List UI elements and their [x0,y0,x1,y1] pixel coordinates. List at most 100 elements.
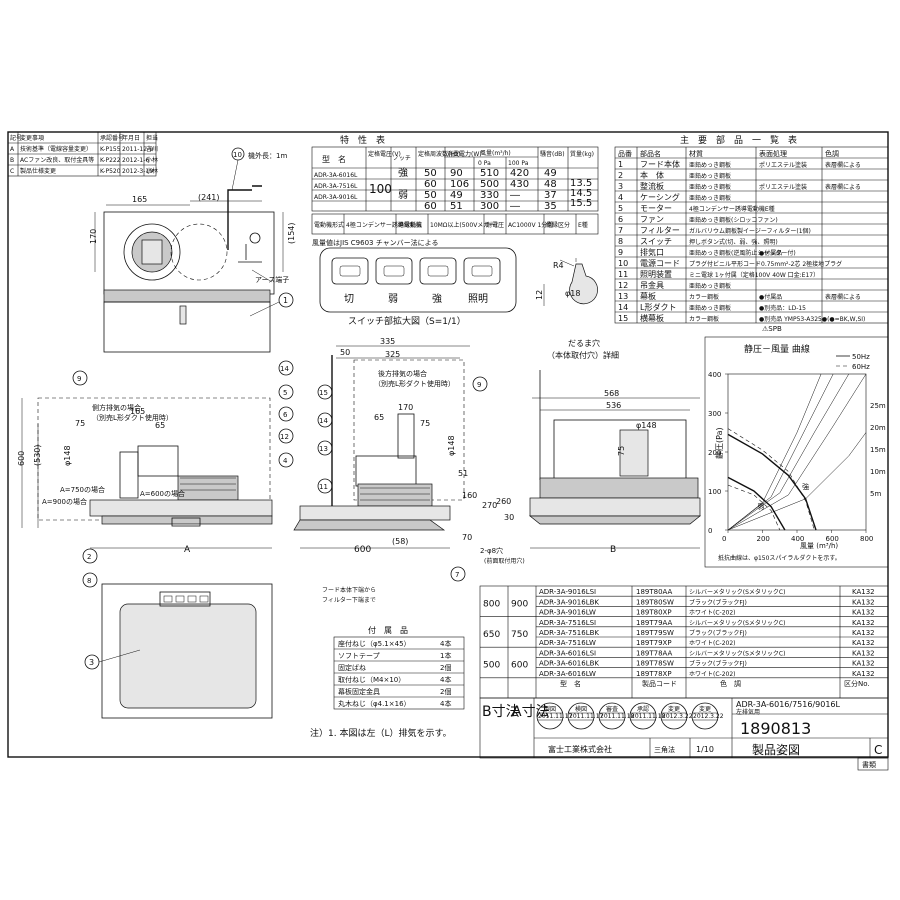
y-tick-label: 100 [708,488,721,496]
x-tick-label: 200 [757,535,770,543]
y-tick-label: 200 [708,449,721,457]
parts-cell: ポリエステル塗装 [759,161,807,169]
bottom-view: 3 [84,583,273,719]
side-exhaust-note2: （別売L形ダクト使用時） [92,413,173,422]
dim-right-568: 568 [604,389,619,398]
parts-cell: 亜鉛めっき鋼板 [689,194,731,202]
dim-front-154: (154) [287,222,296,244]
parts-cell: 電源コード [640,259,680,268]
col-flow-100: 100 Pa [508,160,529,167]
characteristics-cell: 35 [544,201,557,212]
dim-mid-325: 325 [385,350,400,359]
dim-right-b: B [610,545,616,555]
note-hood: フード本体下端から [322,586,376,594]
dim-mid-160: 160 [462,491,477,500]
characteristics-cell: 500 [480,179,499,190]
y-tick-label: 400 [708,371,721,379]
callout-number: 15 [319,389,328,397]
approval-stamp [536,702,564,730]
size-code: 189T79AA [636,619,673,627]
chart-title: 静圧－風量 曲線 [744,343,810,355]
size-division: KA132 [852,588,875,596]
parts-header-cell: 部品名 [640,149,661,158]
a-dimension: 600 [511,661,528,671]
callout-circle [278,406,294,422]
revision-cell: 2012-1-6 [122,157,149,164]
notch-label-low: 弱 [757,503,764,511]
size-model: ADR-3A-9016LSI [539,588,596,596]
pq-curve-50Hz [727,476,786,531]
pq-curve-60Hz [727,428,815,531]
revision-cell: C [10,168,14,175]
revision-cell: B [10,157,14,164]
parts-cell: 5 [618,204,623,213]
motor-spec-cell: 絶縁区分 [546,221,570,229]
chart-ylabel: 静圧(Pa) [714,427,724,459]
parts-cell: ●付属品 [759,249,782,257]
parts-header-cell: 表面処理 [759,149,787,158]
col-voltage: 定格電圧(V) [368,150,401,158]
revision-header-cell: 承認番号 [100,134,124,142]
parts-cell: 15 [618,314,628,323]
parts-cell: 6 [618,215,623,224]
size-color: ブラック(ブラックFJ) [689,598,747,606]
parts-cell: 横幕板 [640,313,664,323]
callout-circle [317,440,333,456]
characteristics-cell: 60 [424,179,437,190]
size-code: 189T79XP [636,639,672,647]
parts-cell: 吊金具 [640,280,664,290]
dim-mid-600: 600 [354,545,371,555]
keyhole-radius: R4 [553,261,564,270]
motor-spec-cell: 電動機形式 [314,221,344,229]
size-division: KA132 [852,629,875,637]
callout-circle [278,452,294,468]
parts-cell: 12 [618,281,628,290]
size-color: ブラック(ブラックFJ) [689,660,747,668]
legend-50hz: 50Hz [852,353,870,361]
characteristics-note: 風量値はJIS C9603 チャンバー法による [312,238,438,247]
size-division: KA132 [852,598,875,606]
callout-number: 13 [319,445,328,453]
title-sub: 左排気用 [736,708,760,716]
dim-mid-270: 270 [482,501,497,510]
switch-button-2 [419,257,457,285]
characteristics-cell: 510 [480,168,499,179]
col-flow: 風量(m³/h) [480,150,511,157]
keyhole-title: だるま穴 [568,338,600,348]
dim-mid-335: 335 [380,337,395,346]
accessory-qty: 2個 [440,663,451,672]
middle-side-view: 50 335 325 後方排気の場合 （別売L形ダクト使用時） 170 75 6… [293,337,525,604]
parts-cell: カラー鋼板 [689,293,719,301]
dim-left-148: φ148 [63,445,72,466]
size-code: 189T79SW [636,629,674,637]
characteristics-table: 特 性 表 型 名 定格電圧(V) ノッチ 定格周波数(Hz) 消費電力(W) … [311,134,599,247]
callout-circle [317,478,333,494]
revision-header-cell: 年月日 [122,134,140,142]
characteristics-cell: 49 [544,168,557,179]
parts-cell: 亜鉛めっき鋼板 [689,183,731,191]
characteristics-cell: ― [510,201,520,212]
parts-header-cell: 品番 [618,150,632,158]
callout-circle [317,412,333,428]
accessory-name: 座付ねじ（φ5.1×45） [338,639,411,648]
model-6016: ADR-3A-6016L [314,172,358,179]
resistance-curve-20m [727,373,834,531]
size-division: KA132 [852,619,875,627]
stamp-date: 2011.11.17 [569,713,604,720]
size-color: シルバーメタリック(SメタリックC) [689,619,785,627]
corner-label: 書類 [862,760,876,769]
stamp-date: 2012.3.22 [693,713,724,720]
motor-spec-cell: 4極コンデンサー誘導電動機 [346,221,422,229]
parts-cell: 表層欄による [825,183,861,191]
accessory-qty: 4本 [440,639,451,648]
parts-cell: モーター [640,204,672,213]
characteristics-cell: 37 [544,190,557,201]
characteristics-cell: 49 [450,190,463,201]
y-tick-label: 300 [708,410,721,418]
characteristics-cell: 60 [424,201,437,212]
parts-cell: ●別売品 YMP53-A325●(●=BK,W,SI) [759,315,865,323]
parts-cell: スイッチ [640,237,672,246]
callout-circle [82,572,98,588]
